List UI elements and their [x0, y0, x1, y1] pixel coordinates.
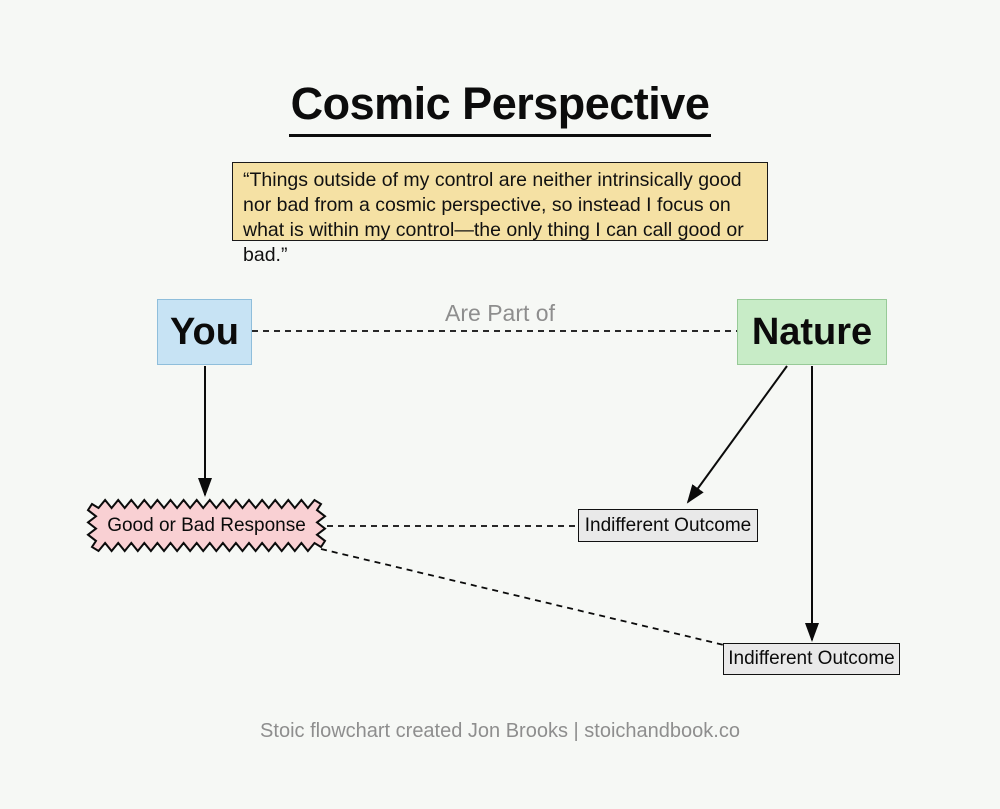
nature-outcome-top-arrow: [686, 365, 788, 504]
quote-box: “Things outside of my control are neithe…: [232, 162, 768, 266]
edge-label-are-part-of: Are Part of: [445, 300, 555, 326]
response-outcome-bottom-dashed-edge: [320, 548, 725, 646]
node-you: You: [157, 299, 252, 365]
node-outcome-top-label: Indifferent Outcome: [584, 514, 752, 536]
page-title-text: Cosmic Perspective: [288, 78, 712, 137]
response-node-zigzag-shape: [86, 498, 327, 553]
page-title: Cosmic Perspective: [0, 78, 1000, 137]
node-nature: Nature: [737, 299, 887, 365]
node-response-label: Good or Bad Response: [107, 514, 306, 536]
node-you-label: You: [170, 310, 239, 353]
node-outcome-bottom-label: Indifferent Outcome: [728, 648, 895, 669]
node-outcome-bottom: Indifferent Outcome: [723, 643, 900, 675]
footer-credit: Stoic flowchart created Jon Brooks | sto…: [260, 720, 740, 742]
node-outcome-top: Indifferent Outcome: [578, 509, 758, 542]
node-nature-label: Nature: [751, 310, 873, 353]
